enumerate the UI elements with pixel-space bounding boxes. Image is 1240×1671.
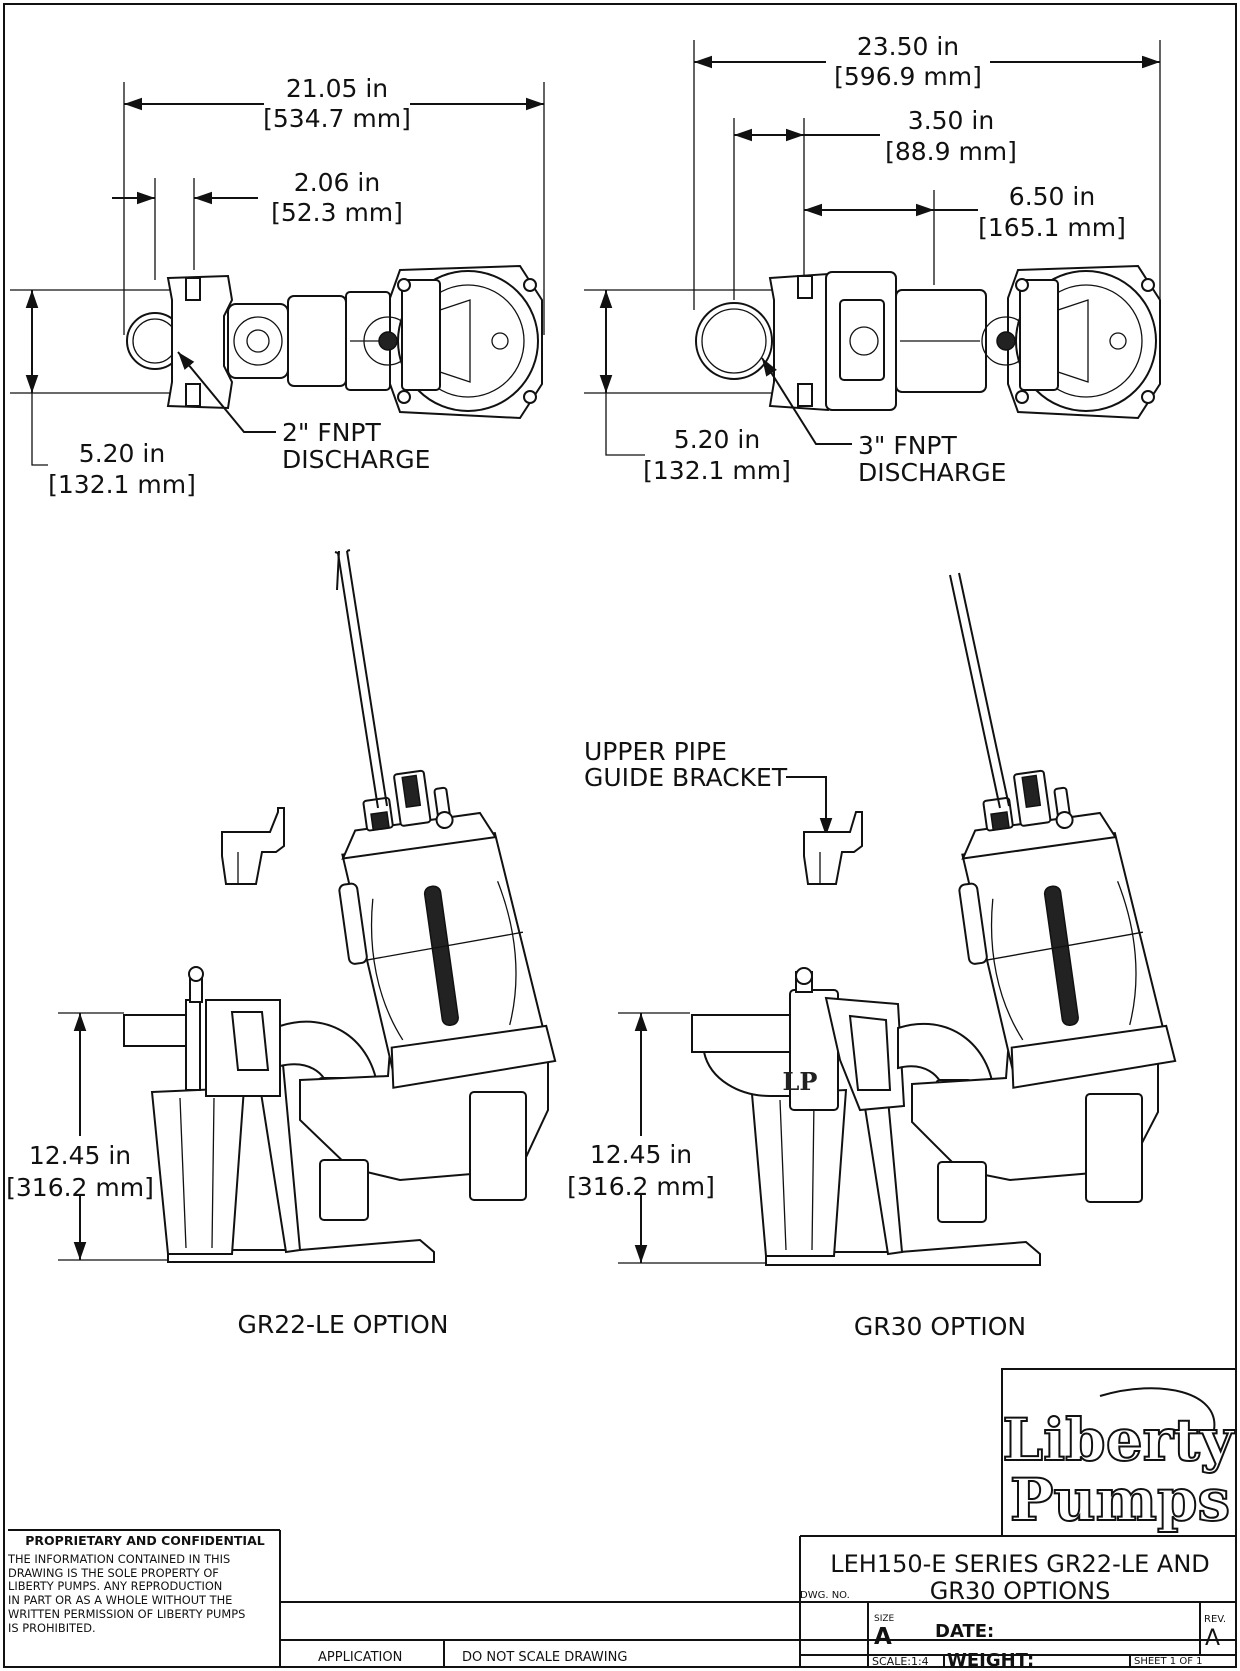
left-width-mm: [534.7 mm] (263, 104, 411, 133)
left-discharge-line1: 2" FNPT (282, 418, 382, 447)
proprietary-line: THE INFORMATION CONTAINED IN THIS (8, 1552, 231, 1566)
callout-line2: GUIDE BRACKET (584, 763, 788, 792)
rev-label: REV. (1204, 1614, 1226, 1625)
application-label: APPLICATION (318, 1650, 403, 1665)
elev-left-height-in: 12.45 in (29, 1141, 131, 1170)
caption-gr30: GR30 OPTION (854, 1312, 1026, 1341)
elevation-right: LP (618, 572, 1177, 1266)
left-height-mm: [132.1 mm] (48, 470, 196, 499)
do-not-scale-label: DO NOT SCALE DRAWING (462, 1650, 628, 1665)
right-discharge-line1: 3" FNPT (858, 431, 958, 460)
right-offset-b-in: 6.50 in (1009, 182, 1095, 211)
callout-line1: UPPER PIPE (584, 737, 727, 766)
caption-gr22le: GR22-LE OPTION (237, 1310, 448, 1339)
proprietary-line: WRITTEN PERMISSION OF LIBERTY PUMPS (8, 1606, 246, 1621)
svg-text:Liberty: Liberty (1002, 1406, 1236, 1474)
plan-view-left (10, 82, 545, 466)
dwg-no-label: DWG. NO. (800, 1590, 850, 1601)
proprietary-heading: PROPRIETARY AND CONFIDENTIAL (25, 1533, 265, 1548)
proprietary-line: IS PROHIBITED. (8, 1620, 96, 1635)
sheet-label: SHEET 1 OF 1 (1134, 1656, 1203, 1667)
drawing-title-line2: GR30 OPTIONS (929, 1577, 1111, 1605)
lp-mark: LP (783, 1067, 818, 1096)
left-discharge-line2: DISCHARGE (282, 445, 430, 474)
right-offset-a-mm: [88.9 mm] (885, 137, 1017, 166)
left-width-in: 21.05 in (286, 74, 388, 103)
right-offset-a-in: 3.50 in (908, 106, 994, 135)
right-width-in: 23.50 in (857, 32, 959, 61)
left-height-in: 5.20 in (79, 439, 165, 468)
left-offset-in: 2.06 in (294, 168, 380, 197)
date-label: DATE: (935, 1621, 995, 1642)
plan-view-right (584, 40, 1161, 456)
title-block-grid (8, 1529, 1236, 1667)
left-offset-mm: [52.3 mm] (271, 198, 403, 227)
elev-right-height-in: 12.45 in (590, 1140, 692, 1169)
weight-label: WEIGHT: (947, 1650, 1035, 1671)
right-offset-b-mm: [165.1 mm] (978, 213, 1126, 242)
proprietary-line: DRAWING IS THE SOLE PROPERTY OF (8, 1565, 219, 1580)
rev-value: A (1205, 1626, 1221, 1651)
proprietary-notice: THE INFORMATION CONTAINED IN THIS DRAWIN… (8, 1552, 278, 1635)
proprietary-line: LIBERTY PUMPS. ANY REPRODUCTION (8, 1579, 223, 1594)
elev-right-height-mm: [316.2 mm] (567, 1172, 715, 1201)
right-width-mm: [596.9 mm] (834, 62, 982, 91)
size-value: A (874, 1624, 892, 1650)
right-height-mm: [132.1 mm] (643, 456, 791, 485)
svg-text:Pumps: Pumps (1010, 1466, 1230, 1534)
scale-label: SCALE:1:4 (872, 1655, 929, 1668)
elevation-left (58, 549, 557, 1263)
right-discharge-line2: DISCHARGE (858, 458, 1006, 487)
elev-left-height-mm: [316.2 mm] (6, 1173, 154, 1202)
size-label: SIZE (874, 1614, 895, 1624)
right-height-in: 5.20 in (674, 425, 760, 454)
proprietary-line: IN PART OR AS A WHOLE WITHOUT THE (8, 1593, 233, 1608)
liberty-pumps-logo: Liberty Pumps (1001, 1387, 1237, 1535)
sheet-border (3, 3, 1237, 1668)
drawing-title-line1: LEH150-E SERIES GR22-LE AND (830, 1550, 1210, 1578)
